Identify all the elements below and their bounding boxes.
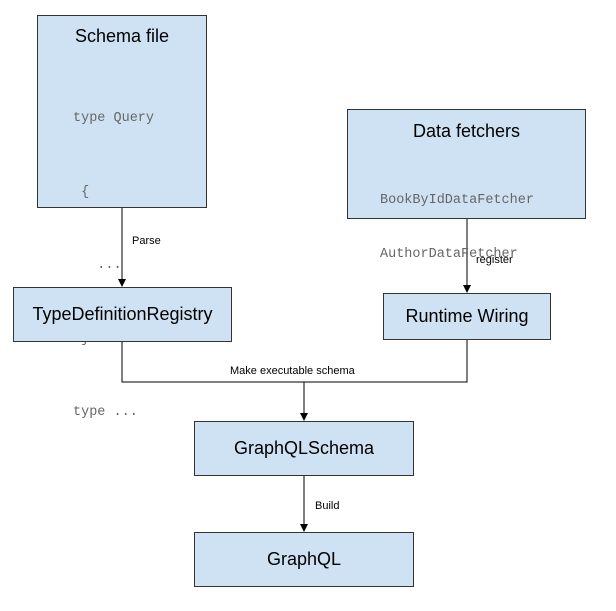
- data-fetchers-box: Data fetchers BookByIdDataFetcher Author…: [347, 109, 586, 262]
- type-definition-registry-label: TypeDefinitionRegistry: [32, 304, 213, 324]
- build-label: Build: [315, 500, 340, 512]
- code-line: AuthorDataFetcher: [380, 247, 518, 262]
- graphql-schema-box: GraphQLSchema: [194, 421, 414, 476]
- make-executable-schema-label: Make executable schema: [230, 365, 355, 377]
- type-definition-registry-box: TypeDefinitionRegistry: [13, 287, 232, 342]
- graphql-schema-label: GraphQLSchema: [233, 438, 375, 458]
- code-line: type Query: [73, 111, 155, 126]
- data-fetchers-title: Data fetchers: [412, 121, 521, 141]
- schema-file-code: type Query { ... } type ...: [73, 58, 154, 475]
- runtime-wiring-box: Runtime Wiring: [383, 293, 551, 340]
- merge-connector: [121, 340, 468, 383]
- parse-label: Parse: [132, 235, 161, 247]
- schema-file-box: Schema file type Query { ... } type ...: [37, 15, 207, 420]
- code-line: ...: [73, 258, 122, 273]
- code-line: BookByIdDataFetcher: [380, 193, 534, 208]
- code-line: type ...: [73, 405, 138, 420]
- graphql-label: GraphQL: [266, 549, 342, 569]
- schema-file-title: Schema file: [74, 26, 170, 46]
- data-fetchers-code: BookByIdDataFetcher AuthorDataFetcher: [380, 156, 534, 300]
- register-label: register: [476, 254, 513, 266]
- code-line: {: [73, 184, 90, 200]
- runtime-wiring-label: Runtime Wiring: [405, 306, 529, 326]
- graphql-box: GraphQL: [194, 532, 414, 587]
